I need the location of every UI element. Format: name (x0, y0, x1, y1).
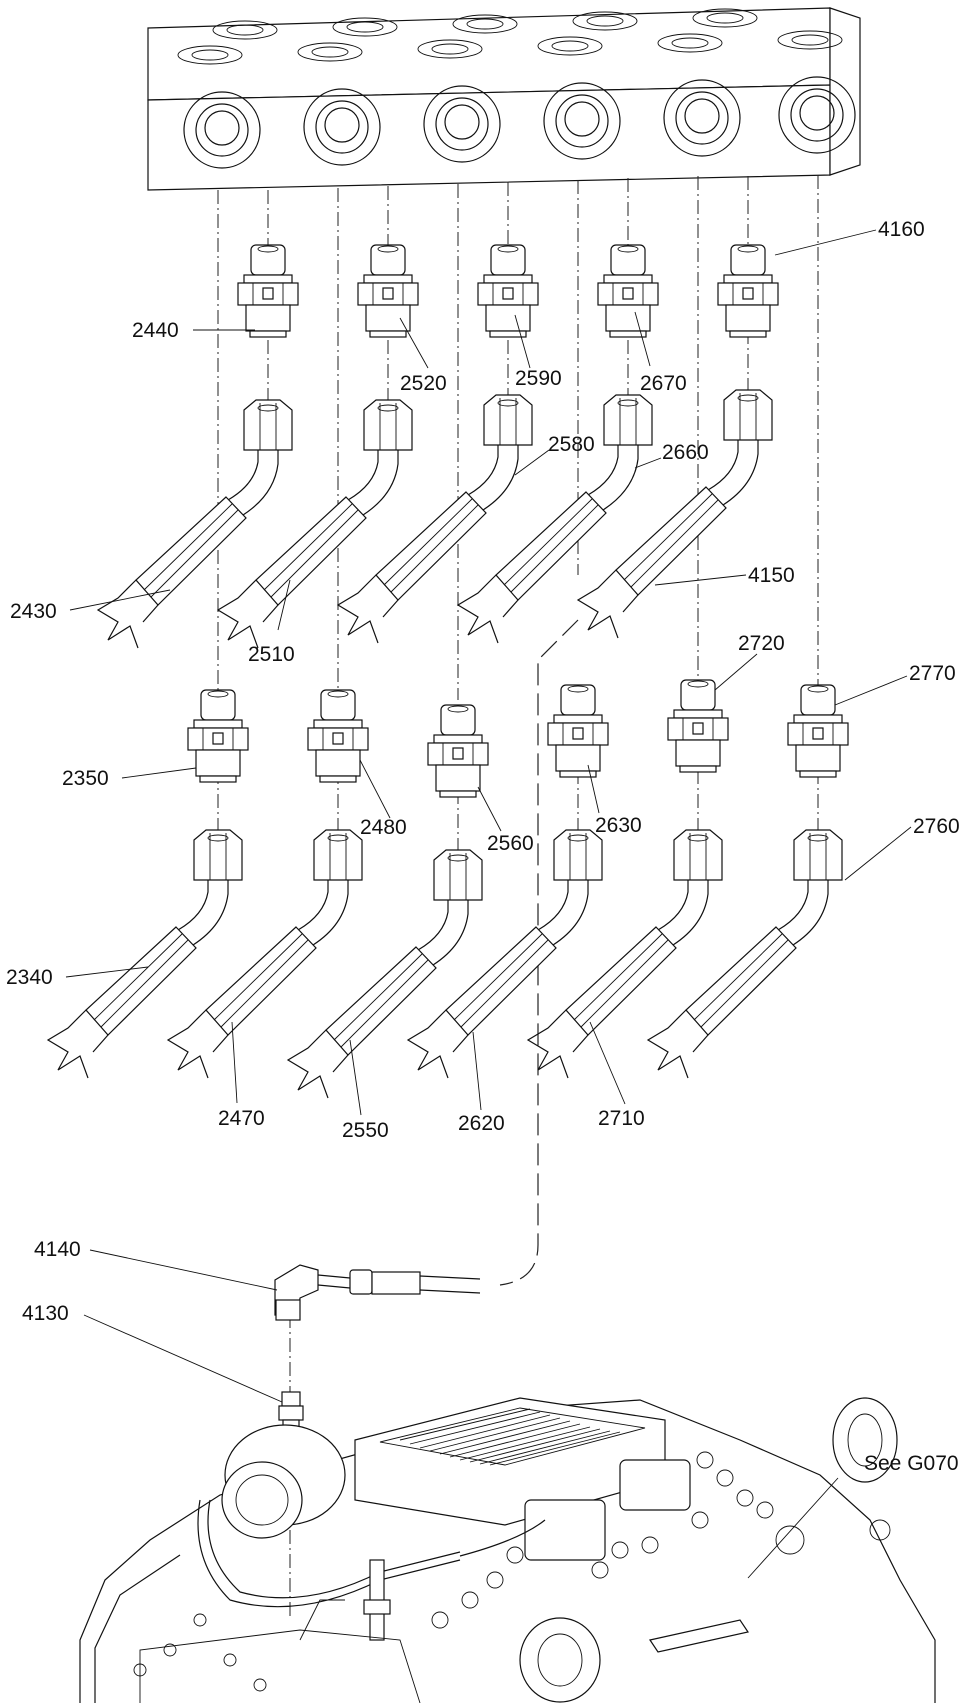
hoses-group (46, 389, 843, 1099)
callout-4150: 4150 (748, 564, 795, 587)
center-lines (217, 175, 819, 1620)
callout-labels: 4160 2440 2520 2590 2670 2580 2660 2430 … (6, 218, 960, 1475)
hose-assembly-row2-5 (526, 829, 723, 1079)
callout-4140: 4140 (34, 1238, 81, 1261)
hose-assembly-row1-1 (96, 399, 293, 649)
callout-2510: 2510 (248, 643, 295, 666)
callout-2670: 2670 (640, 372, 687, 395)
callout-2430: 2430 (10, 600, 57, 623)
callout-2350: 2350 (62, 767, 109, 790)
hose-assembly-row2-6 (646, 829, 843, 1079)
adapter-fitting-row2-4 (547, 684, 609, 778)
hose-assembly-row2-4 (406, 829, 603, 1079)
leader-lines (65, 229, 912, 1579)
adapter-fitting-row2-1 (187, 689, 249, 783)
reference-see-g070: See G070 (864, 1452, 959, 1475)
adapter-fitting-row1-4 (597, 244, 659, 338)
callout-2620: 2620 (458, 1112, 505, 1135)
callout-2660: 2660 (662, 441, 709, 464)
callout-2720: 2720 (738, 632, 785, 655)
hose-assembly-row2-3 (286, 849, 483, 1099)
callout-2340: 2340 (6, 966, 53, 989)
adapter-fitting-row1-1 (237, 244, 299, 338)
adapter-fitting-row1-5 (717, 244, 779, 338)
callout-2550: 2550 (342, 1119, 389, 1142)
callout-2520: 2520 (400, 372, 447, 395)
adapters-group (187, 244, 849, 798)
manifold-block (147, 7, 861, 191)
hose-assembly-row1-4 (456, 394, 653, 644)
callout-2560: 2560 (487, 832, 534, 855)
adapter-fitting-row2-2 (307, 689, 369, 783)
hose-assembly-row2-2 (166, 829, 363, 1079)
adapter-fitting-row2-5 (667, 679, 729, 773)
adapter-fitting-row1-2 (357, 244, 419, 338)
callout-4130: 4130 (22, 1302, 69, 1325)
callout-2590: 2590 (515, 367, 562, 390)
elbow-fitting-4140 (274, 1264, 481, 1321)
callout-2630: 2630 (595, 814, 642, 837)
callout-2770: 2770 (909, 662, 956, 685)
hose-assembly-row1-3 (336, 394, 533, 644)
hose-assembly-row1-5 (576, 389, 773, 639)
callout-2710: 2710 (598, 1107, 645, 1130)
transmission-assembly (79, 1397, 936, 1704)
callout-2580: 2580 (548, 433, 595, 456)
adapter-fitting-row2-3 (427, 704, 489, 798)
callout-4160: 4160 (878, 218, 925, 241)
callout-2760: 2760 (913, 815, 960, 838)
hose-assembly-row1-2 (216, 399, 413, 649)
adapter-fitting-row2-6 (787, 684, 849, 778)
callout-2470: 2470 (218, 1107, 265, 1130)
callout-2480: 2480 (360, 816, 407, 839)
routing-dashed-line (499, 619, 579, 1286)
callout-2440: 2440 (132, 319, 179, 342)
hose-assembly-row2-1 (46, 829, 243, 1079)
adapter-fitting-row1-3 (477, 244, 539, 338)
